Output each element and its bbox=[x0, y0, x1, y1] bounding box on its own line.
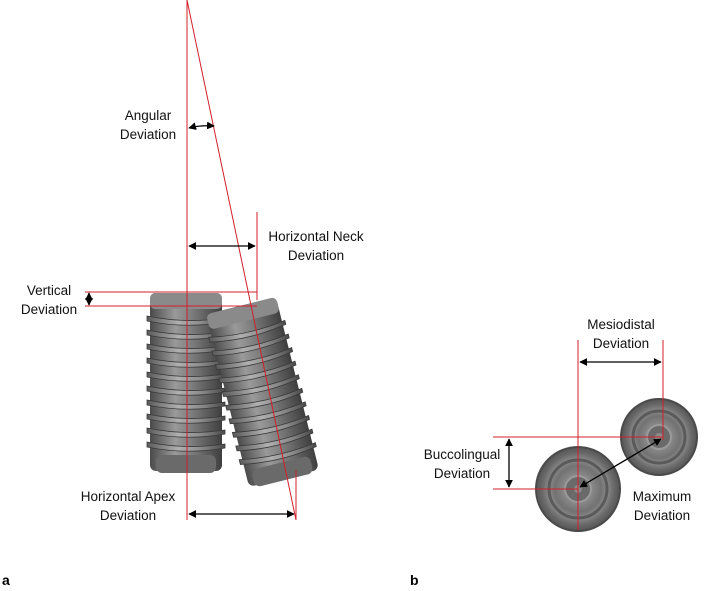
placed-implant-threads bbox=[208, 319, 317, 465]
reference-lines-b bbox=[493, 340, 664, 530]
panel-b bbox=[493, 340, 698, 532]
measurement-arrows-b bbox=[505, 358, 662, 488]
planned-implant bbox=[146, 293, 226, 473]
thread-ridge bbox=[146, 427, 226, 438]
vertical-deviation-label: Vertical Deviation bbox=[14, 281, 84, 319]
panel-a-letter: a bbox=[2, 572, 10, 588]
measurement-arrows bbox=[85, 121, 295, 518]
thread-ridge bbox=[211, 333, 290, 357]
angular-deviation-arc bbox=[188, 121, 215, 130]
horizontal-apex-deviation-label: Horizontal Apex Deviation bbox=[72, 487, 184, 525]
thread-ridge bbox=[221, 374, 300, 397]
maximum-deviation-label: Maximum Deviation bbox=[622, 487, 702, 525]
thread-ridge bbox=[225, 387, 304, 411]
thread-ridge bbox=[228, 401, 307, 425]
angular-deviation-label: Angular Deviation bbox=[113, 106, 183, 144]
mesiodistal-label-line1: Mesiodistal bbox=[587, 317, 655, 332]
thread-ridge bbox=[146, 399, 226, 410]
thread-ridge bbox=[218, 360, 297, 384]
thread-ridge bbox=[146, 413, 226, 424]
maximum-label-line2: Deviation bbox=[633, 508, 691, 523]
vertical-deviation-label-line1: Vertical bbox=[26, 283, 72, 298]
mesiodistal-label-line2: Deviation bbox=[592, 336, 650, 351]
panel-b-letter: b bbox=[410, 572, 419, 588]
maximum-deviation-arrow bbox=[579, 438, 662, 488]
angular-deviation-label-line1: Angular bbox=[124, 108, 172, 123]
buccolingual-label-line1: Buccolingual bbox=[423, 447, 501, 462]
mesiodistal-deviation-label: Mesiodistal Deviation bbox=[578, 315, 664, 353]
placed-implant bbox=[207, 297, 318, 487]
placed-axis-line bbox=[186, 0, 297, 521]
neck-deviation-label-line2: Deviation bbox=[287, 248, 345, 263]
thread-ridge bbox=[208, 319, 287, 343]
neck-deviation-label-line1: Horizontal Neck bbox=[268, 229, 364, 244]
thread-ridge bbox=[235, 428, 314, 452]
reference-lines bbox=[85, 0, 297, 521]
apex-deviation-label-line2: Deviation bbox=[99, 508, 157, 523]
horizontal-neck-deviation-label: Horizontal Neck Deviation bbox=[258, 227, 374, 265]
thread-ridge bbox=[231, 414, 310, 438]
buccolingual-deviation-label: Buccolingual Deviation bbox=[417, 445, 507, 483]
apex-deviation-label-line1: Horizontal Apex bbox=[80, 489, 176, 504]
planned-implant-threads bbox=[146, 315, 226, 452]
thread-ridge bbox=[238, 442, 317, 465]
angular-deviation-label-line2: Deviation bbox=[119, 127, 177, 142]
buccolingual-label-line2: Deviation bbox=[433, 466, 491, 481]
vertical-deviation-label-line2: Deviation bbox=[20, 302, 78, 317]
thread-ridge bbox=[214, 347, 294, 370]
maximum-label-line1: Maximum bbox=[632, 489, 692, 504]
thread-ridge bbox=[146, 441, 226, 452]
panel-a bbox=[85, 0, 318, 521]
